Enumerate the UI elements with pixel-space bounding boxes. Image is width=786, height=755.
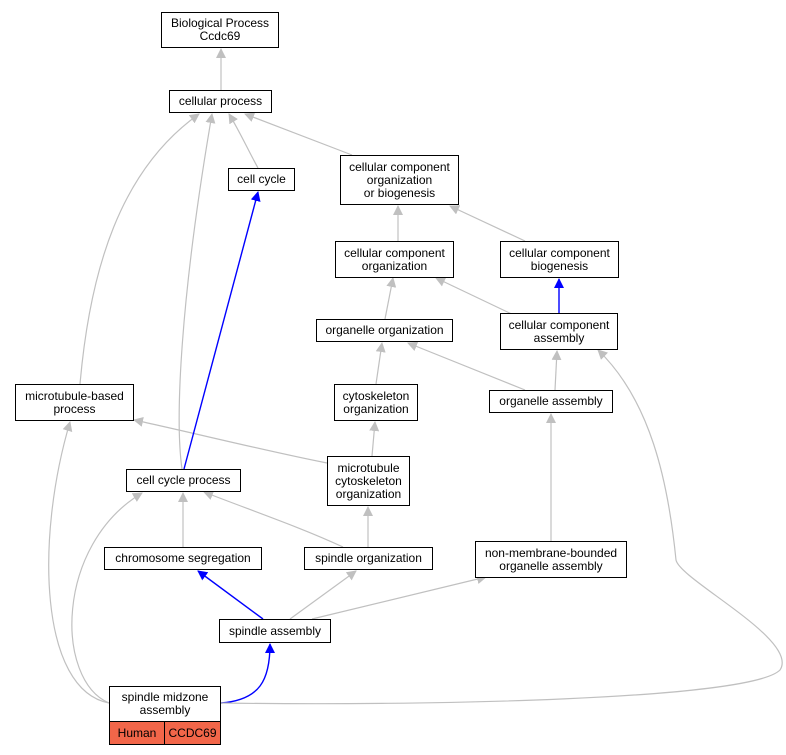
node-label: chromosome segregation <box>115 551 251 565</box>
node-cell-cycle[interactable]: cell cycle <box>228 168 295 191</box>
edge-organelle-assembly-to-cc-assembly <box>551 350 562 391</box>
edge-organelle-assembly-to-organelle-org <box>407 341 526 391</box>
edge-spindle-midzone-to-mt-based <box>48 421 110 704</box>
node-cellular-component-biogenesis[interactable]: cellular component biogenesis <box>500 241 619 278</box>
node-spindle-organization[interactable]: spindle organization <box>304 547 433 570</box>
node-organelle-assembly[interactable]: organelle assembly <box>489 390 613 413</box>
edge-cell-cycle-process-to-cell-cycle <box>183 191 261 470</box>
node-label: cellular process <box>178 94 263 108</box>
node-organelle-organization[interactable]: organelle organization <box>316 319 453 342</box>
node-label: cell cycle <box>237 172 286 186</box>
node-cellular-component-organization-or-biogenesis[interactable]: cellular component organization or bioge… <box>340 155 459 205</box>
node-cytoskeleton-organization[interactable]: cytoskeleton organization <box>334 384 418 421</box>
node-label: organelle organization <box>325 323 444 337</box>
edge-cell-cycle-process-to-cellular-process <box>178 113 216 470</box>
node-microtubule-based-process[interactable]: microtubule-based process <box>15 384 134 421</box>
edge-cell-cycle-to-cellular-process <box>228 113 259 169</box>
edge-spindle-org-to-cell-cycle-process <box>203 490 344 548</box>
edge-cytoskeleton-to-organelle-org <box>375 342 386 385</box>
node-label: cytoskeleton organization <box>342 388 410 416</box>
gene-tag[interactable]: CCDC69 <box>164 722 220 744</box>
edge-spindle-assembly-to-nmb <box>311 574 487 620</box>
node-label: spindle organization <box>315 551 422 565</box>
node-label: cellular component biogenesis <box>509 245 610 273</box>
node-cellular-component-assembly[interactable]: cellular component assembly <box>500 313 618 350</box>
edge-spindle-assembly-to-spindle-org <box>289 570 357 620</box>
edge-mt-cytoskeleton-to-cytoskeleton <box>369 421 380 457</box>
edge-mt-based-to-cellular-process <box>79 113 200 385</box>
node-label: cellular component organization <box>344 245 445 273</box>
edge-spindle-midzone-to-cell-cycle-process <box>71 492 143 704</box>
edge-cc-assembly-to-cc-org <box>435 277 521 319</box>
annotation-row: Human CCDC69 <box>109 722 221 745</box>
edge-organelle-org-to-cc-org <box>384 277 397 320</box>
edge-spindle-midzone-to-spindle-assembly <box>220 643 275 704</box>
node-cellular-process[interactable]: cellular process <box>169 90 272 113</box>
node-cell-cycle-process[interactable]: cell cycle process <box>126 469 241 492</box>
node-label: organelle assembly <box>499 394 603 408</box>
node-label: Biological Process Ccdc69 <box>170 16 270 43</box>
node-label: microtubule cytoskeleton organization <box>335 460 402 501</box>
node-spindle-midzone-assembly[interactable]: spindle midzone assembly <box>109 686 221 722</box>
node-non-membrane-bounded-organelle-assembly[interactable]: non-membrane-bounded organelle assembly <box>475 541 627 578</box>
edge-mt-cytoskeleton-to-mt-based <box>133 416 328 464</box>
node-label: non-membrane-bounded organelle assembly <box>484 545 618 573</box>
species-tag[interactable]: Human <box>110 722 164 744</box>
node-chromosome-segregation[interactable]: chromosome segregation <box>104 547 262 570</box>
edge-cc-biogenesis-to-ccob <box>449 205 526 242</box>
node-label: cell cycle process <box>136 473 231 487</box>
node-spindle-assembly[interactable]: spindle assembly <box>219 619 331 643</box>
node-label: spindle assembly <box>228 623 322 638</box>
node-cellular-component-organization[interactable]: cellular component organization <box>335 241 454 278</box>
edge-spindle-assembly-to-chromosome-seg <box>197 570 264 620</box>
edge-spindle-midzone-to-cc-assembly <box>220 349 783 705</box>
node-label: cellular component assembly <box>508 317 610 345</box>
node-label: spindle midzone assembly <box>121 690 209 717</box>
edge-ccob-to-cellular-process <box>244 112 353 156</box>
node-label: cellular component organization or bioge… <box>349 159 450 200</box>
node-microtubule-cytoskeleton-organization[interactable]: microtubule cytoskeleton organization <box>327 456 410 506</box>
node-biological-process[interactable]: Biological Process Ccdc69 <box>161 12 279 48</box>
node-label: microtubule-based process <box>25 388 124 416</box>
